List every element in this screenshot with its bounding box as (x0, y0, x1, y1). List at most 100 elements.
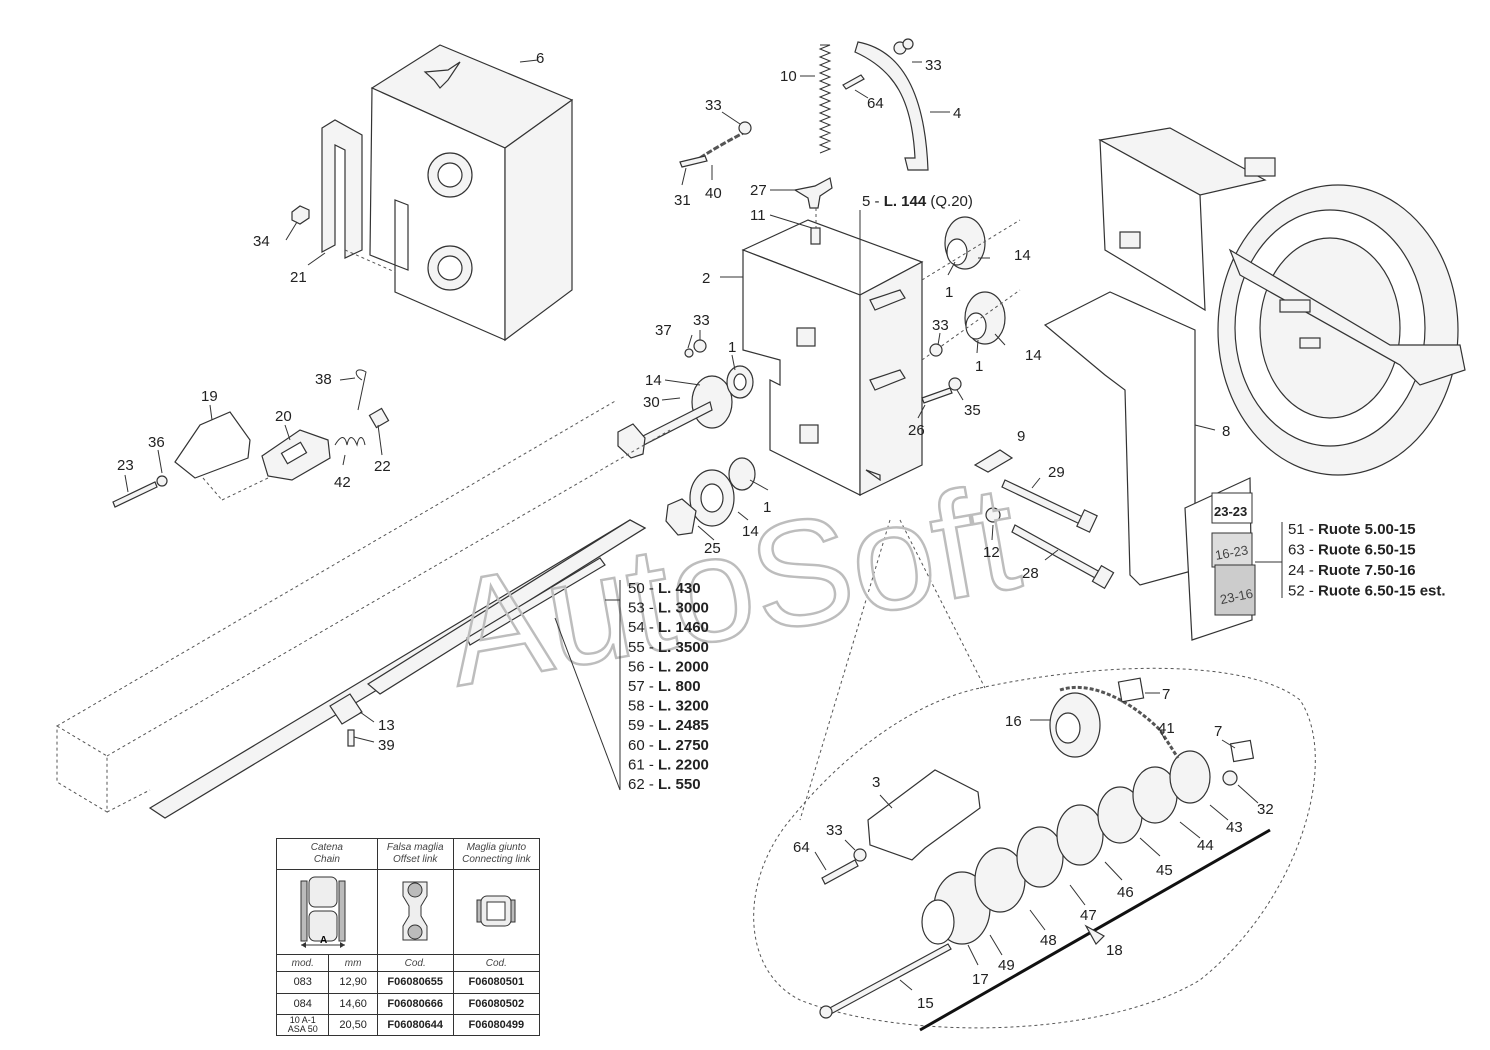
callout-64-top: 64 (867, 95, 884, 112)
callout-48: 48 (1040, 932, 1057, 949)
subheader-cod-offset: Cod. (376, 954, 454, 973)
callout-41: 41 (1158, 720, 1175, 737)
cell-connecting-code: F06080502 (452, 992, 541, 1015)
shaft-length-item: 58 - L. 3200 (628, 698, 709, 715)
chain-40 (699, 130, 746, 160)
sprocket-code-card (1184, 477, 1256, 641)
callout-9: 9 (1017, 428, 1025, 445)
spring-10 (818, 44, 832, 154)
callout-28: 28 (1022, 565, 1039, 582)
callout-19: 19 (201, 388, 218, 405)
callout-45: 45 (1156, 862, 1173, 879)
callout-11: 11 (750, 207, 766, 224)
bolt-31 (679, 155, 708, 168)
pin-39 (347, 729, 355, 747)
callout-4: 4 (953, 105, 961, 122)
long-shaft (56, 399, 671, 819)
wheel-size-item: 51 - Ruote 5.00-15 (1288, 521, 1416, 538)
callout-8: 8 (1222, 423, 1230, 440)
block-7b (1229, 739, 1255, 763)
callout-1-lower: 1 (763, 499, 771, 516)
shaft-length-item: 57 - L. 800 (628, 678, 701, 695)
callout-20: 20 (275, 408, 292, 425)
callout-33-top: 33 (925, 57, 942, 74)
callout-39: 39 (378, 737, 395, 754)
bracket-21 (321, 119, 363, 259)
callout-26: 26 (908, 422, 925, 439)
washer-35 (948, 377, 962, 391)
subheader-cod-connecting: Cod. (452, 954, 541, 973)
block-7a (1117, 677, 1145, 703)
callout-32: 32 (1257, 801, 1274, 818)
wheel-size-item: 63 - Ruote 6.50-15 (1288, 542, 1416, 559)
cell-mm: 14,60 (328, 992, 378, 1015)
callout-7-top: 7 (1162, 686, 1170, 703)
sprocket-code-23-23: 23-23 (1214, 504, 1247, 519)
cell-offset-code: F06080655 (376, 971, 454, 994)
callout-49: 49 (998, 957, 1015, 974)
callout-33-left: 33 (693, 312, 710, 329)
callout-25: 25 (704, 540, 721, 557)
callout-36: 36 (148, 434, 165, 451)
callout-22: 22 (374, 458, 391, 475)
cradle-3 (867, 769, 981, 861)
callout-2: 2 (702, 270, 710, 287)
table-row: 084 14,60 F06080666 F06080502 (275, 992, 541, 1015)
bolt-26 (921, 387, 953, 404)
shaft-length-item: 55 - L. 3500 (628, 639, 709, 656)
callout-12: 12 (983, 544, 1000, 561)
pin-38 (355, 369, 367, 411)
callout-44: 44 (1197, 837, 1214, 854)
callout-14-right-top: 14 (1014, 247, 1031, 264)
callout-38: 38 (315, 371, 332, 388)
wheel-assembly (1098, 127, 1466, 476)
callout-37: 37 (655, 322, 672, 339)
wheel-size-item: 52 - Ruote 6.50-15 est. (1288, 583, 1446, 600)
callout-7-right: 7 (1214, 723, 1222, 740)
callout-35: 35 (964, 402, 981, 419)
callout-23: 23 (117, 457, 134, 474)
callout-14-right: 14 (1025, 347, 1042, 364)
sprocket-code-16-23: 16-23 (1214, 542, 1249, 563)
callout-30: 30 (643, 394, 660, 411)
washer-22 (368, 407, 390, 429)
callout-43: 43 (1226, 819, 1243, 836)
shaft-5-label: 5 - L. 144 (Q.20) (862, 193, 973, 210)
callout-14-left: 14 (645, 372, 662, 389)
callout-46: 46 (1117, 884, 1134, 901)
bolt-64-top (842, 74, 865, 90)
shaft-length-item: 61 - L. 2200 (628, 756, 709, 773)
callout-3: 3 (872, 774, 880, 791)
washer-12 (985, 507, 1001, 523)
cell-mod: 084 (275, 992, 330, 1015)
connecting-link-illustration (452, 869, 541, 956)
callout-6: 6 (536, 50, 544, 67)
sprocket-stack (819, 677, 1271, 1032)
spring-42 (334, 437, 366, 447)
shaft-length-item: 60 - L. 2750 (628, 737, 709, 754)
main-frame (741, 219, 924, 496)
shaft-length-item: 56 - L. 2000 (628, 658, 709, 675)
callout-40: 40 (705, 185, 722, 202)
table-row: 083 12,90 F06080655 F06080501 (275, 971, 541, 994)
shaft-length-item: 50 - L. 430 (628, 580, 701, 597)
cell-mm: 12,90 (328, 971, 378, 994)
callout-31: 31 (674, 192, 691, 209)
callout-33-lower: 33 (826, 822, 843, 839)
shaft-length-item: 62 - L. 550 (628, 776, 701, 793)
nut-32 (1222, 770, 1238, 786)
callout-47: 47 (1080, 907, 1097, 924)
washer-36 (156, 475, 168, 487)
subheader-mm: mm (328, 954, 378, 973)
callout-16: 16 (1005, 713, 1022, 730)
lever-4 (854, 41, 929, 171)
callout-18: 18 (1106, 942, 1123, 959)
bolt-23 (112, 481, 158, 508)
nut-33-right (929, 343, 943, 357)
callout-13: 13 (378, 717, 395, 734)
